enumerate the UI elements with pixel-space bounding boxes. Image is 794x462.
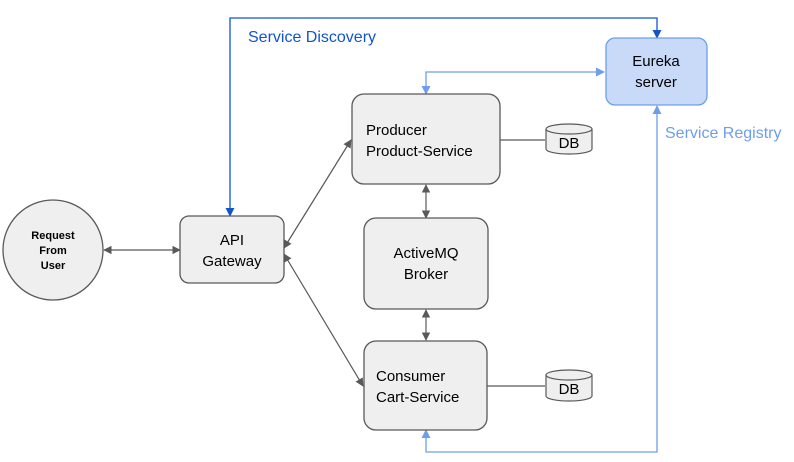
api-gateway-node: API Gateway <box>179 215 285 284</box>
consumer-line-2: Cart-Service <box>376 389 459 406</box>
producer-db-label: DB <box>559 135 580 152</box>
api-gateway-line-1: API <box>220 232 244 249</box>
producer-line-2: Product-Service <box>366 143 473 160</box>
consumer-service-node: Consumer Cart-Service <box>363 340 488 431</box>
consumer-db-cylinder: DB <box>545 369 593 402</box>
user-request-line-1: Request <box>31 230 75 242</box>
eureka-line-1: Eureka <box>632 53 680 70</box>
producer-registry-connector <box>421 67 605 95</box>
user-request-node: Request From User <box>2 199 104 301</box>
broker-line-1: ActiveMQ <box>393 245 458 262</box>
activemq-broker-node: ActiveMQ Broker <box>363 217 489 310</box>
api-gateway-line-2: Gateway <box>202 253 262 270</box>
eureka-server-node: Eureka server <box>605 37 708 106</box>
gateway-consumer-connector <box>283 253 364 387</box>
user-request-line-3: User <box>41 260 66 272</box>
producer-service-node: Producer Product-Service <box>351 93 501 185</box>
eureka-line-2: server <box>635 74 677 91</box>
producer-db-cylinder: DB <box>545 123 593 155</box>
gateway-producer-connector <box>283 139 352 249</box>
service-discovery-label: Service Discovery <box>248 29 376 46</box>
consumer-registry-connector <box>421 105 662 453</box>
consumer-db-label: DB <box>559 381 580 398</box>
service-discovery-connector <box>225 17 662 217</box>
consumer-line-1: Consumer <box>376 368 445 385</box>
service-registry-label: Service Registry <box>665 125 781 142</box>
producer-line-1: Producer <box>366 122 427 139</box>
broker-line-2: Broker <box>404 266 448 283</box>
user-request-line-2: From <box>39 245 67 257</box>
